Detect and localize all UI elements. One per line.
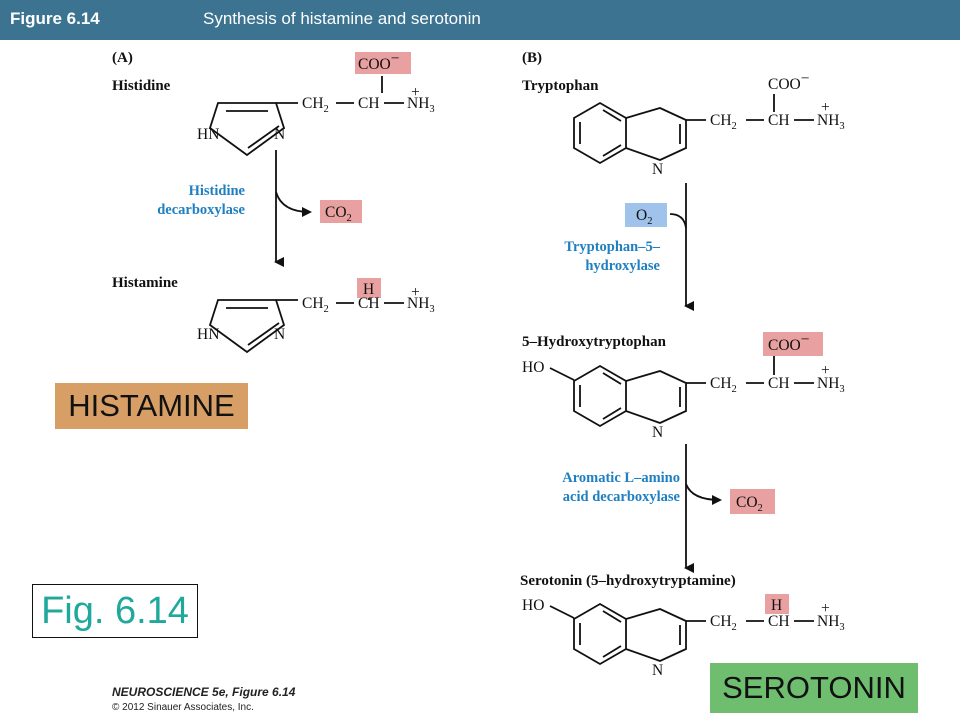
panel-b-label: (B) xyxy=(522,50,542,66)
svg-text:CH2: CH2 xyxy=(710,375,737,395)
svg-text:N: N xyxy=(652,161,663,178)
svg-text:+: + xyxy=(821,600,830,617)
svg-text:+: + xyxy=(411,284,420,301)
figure-number: Figure 6.14 xyxy=(10,9,100,28)
svg-text:HO: HO xyxy=(522,359,544,376)
svg-text:NH3: NH3 xyxy=(407,295,435,315)
serotonin-overlay-label: SEROTONIN xyxy=(710,663,918,713)
histamine-overlay-label: HISTAMINE xyxy=(55,383,248,429)
aromatic-decarboxylase-line2: acid decarboxylase xyxy=(563,489,681,505)
book-credit: NEUROSCIENCE 5e, Figure 6.14 xyxy=(112,685,296,699)
histidine-label: Histidine xyxy=(112,78,171,94)
tryptophan-molecule: COO− CH2 CH NH3 + N xyxy=(573,70,845,178)
svg-text:COO−: COO− xyxy=(768,331,809,354)
svg-text:CH2: CH2 xyxy=(302,95,329,115)
aromatic-decarboxylase-line1: Aromatic L–amino xyxy=(562,470,680,486)
svg-text:COO−: COO− xyxy=(358,50,399,73)
svg-text:CH: CH xyxy=(768,613,790,630)
o2-box xyxy=(625,203,667,227)
svg-text:NH3: NH3 xyxy=(817,375,845,395)
h-highlight-box-b xyxy=(765,594,789,614)
carboxyl-highlight-box-b xyxy=(763,332,823,356)
svg-text:COO−: COO− xyxy=(768,70,809,93)
panel-a-label: (A) xyxy=(112,50,133,66)
histidine-decarboxylase-line2: decarboxylase xyxy=(157,202,245,218)
svg-text:HN: HN xyxy=(197,126,219,143)
svg-text:CH2: CH2 xyxy=(710,613,737,633)
tryptophan-label: Tryptophan xyxy=(522,78,599,94)
carboxyl-highlight-box xyxy=(355,52,411,74)
svg-text:NH3: NH3 xyxy=(817,613,845,633)
svg-text:N: N xyxy=(652,424,663,441)
serotonin-chem-label: Serotonin (5–hydroxytryptamine) xyxy=(520,573,736,589)
copyright-credit: © 2012 Sinauer Associates, Inc. xyxy=(112,702,254,713)
svg-text:CH: CH xyxy=(358,95,380,112)
svg-text:CH: CH xyxy=(358,295,380,312)
svg-text:H: H xyxy=(771,597,782,614)
svg-text:N: N xyxy=(274,126,285,143)
svg-text:+: + xyxy=(821,362,830,379)
svg-text:N: N xyxy=(652,662,663,679)
svg-text:N: N xyxy=(274,326,285,343)
histidine-molecule: COO− CH2 CH NH3 + HN N xyxy=(197,50,435,157)
o2-label: O2 xyxy=(636,207,652,227)
histidine-decarboxylase-line1: Histidine xyxy=(189,183,246,199)
svg-text:+: + xyxy=(821,99,830,116)
header-bar: Figure 6.14 Synthesis of histamine and s… xyxy=(0,0,960,40)
co2-label-b: CO2 xyxy=(736,494,763,514)
svg-text:+: + xyxy=(411,84,420,101)
svg-text:CH2: CH2 xyxy=(302,295,329,315)
svg-text:NH3: NH3 xyxy=(817,112,845,132)
fig-number-overlay: Fig. 6.14 xyxy=(32,584,198,638)
tryptophan-hydroxylase-line1: Tryptophan–5– xyxy=(564,239,660,255)
tryptophan-hydroxylase-line2: hydroxylase xyxy=(585,258,660,274)
svg-text:NH3: NH3 xyxy=(407,95,435,115)
co2-box-b xyxy=(730,489,775,514)
svg-text:HO: HO xyxy=(522,597,544,614)
co2-label-a: CO2 xyxy=(325,204,352,224)
co2-box-a xyxy=(320,200,362,223)
svg-text:CH: CH xyxy=(768,112,790,129)
svg-text:CH: CH xyxy=(768,375,790,392)
histamine-label: Histamine xyxy=(112,275,178,291)
hydroxytryptophan-molecule: COO− HO CH2 CH NH3 + N xyxy=(522,331,845,441)
h-highlight-box-a xyxy=(357,278,381,298)
svg-text:HN: HN xyxy=(197,326,219,343)
figure-title: Synthesis of histamine and serotonin xyxy=(203,9,481,28)
svg-text:CH2: CH2 xyxy=(710,112,737,132)
svg-text:H: H xyxy=(363,281,374,298)
histamine-molecule: H CH2 CH NH3 + HN N xyxy=(197,278,435,354)
hydroxytryptophan-label: 5–Hydroxytryptophan xyxy=(522,334,667,350)
serotonin-molecule: H HO CH2 CH NH3 + N xyxy=(522,594,845,679)
